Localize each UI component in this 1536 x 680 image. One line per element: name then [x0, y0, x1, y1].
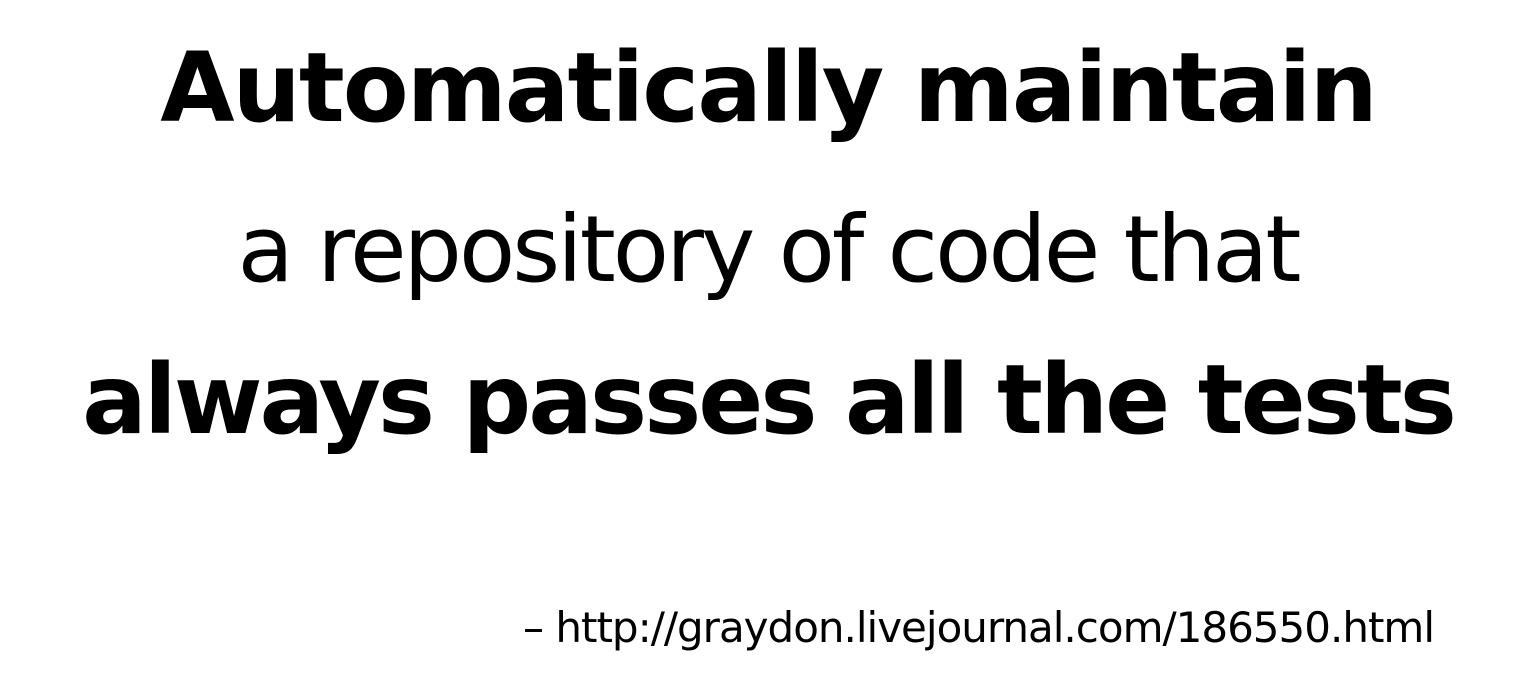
attribution: – http://graydon.livejournal.com/186550.…: [523, 603, 1435, 652]
quote-line-2: a repository of code that: [237, 196, 1302, 303]
quote-line-1: Automatically maintain: [160, 32, 1378, 144]
quote-line-3: always passes all the tests: [82, 344, 1457, 456]
